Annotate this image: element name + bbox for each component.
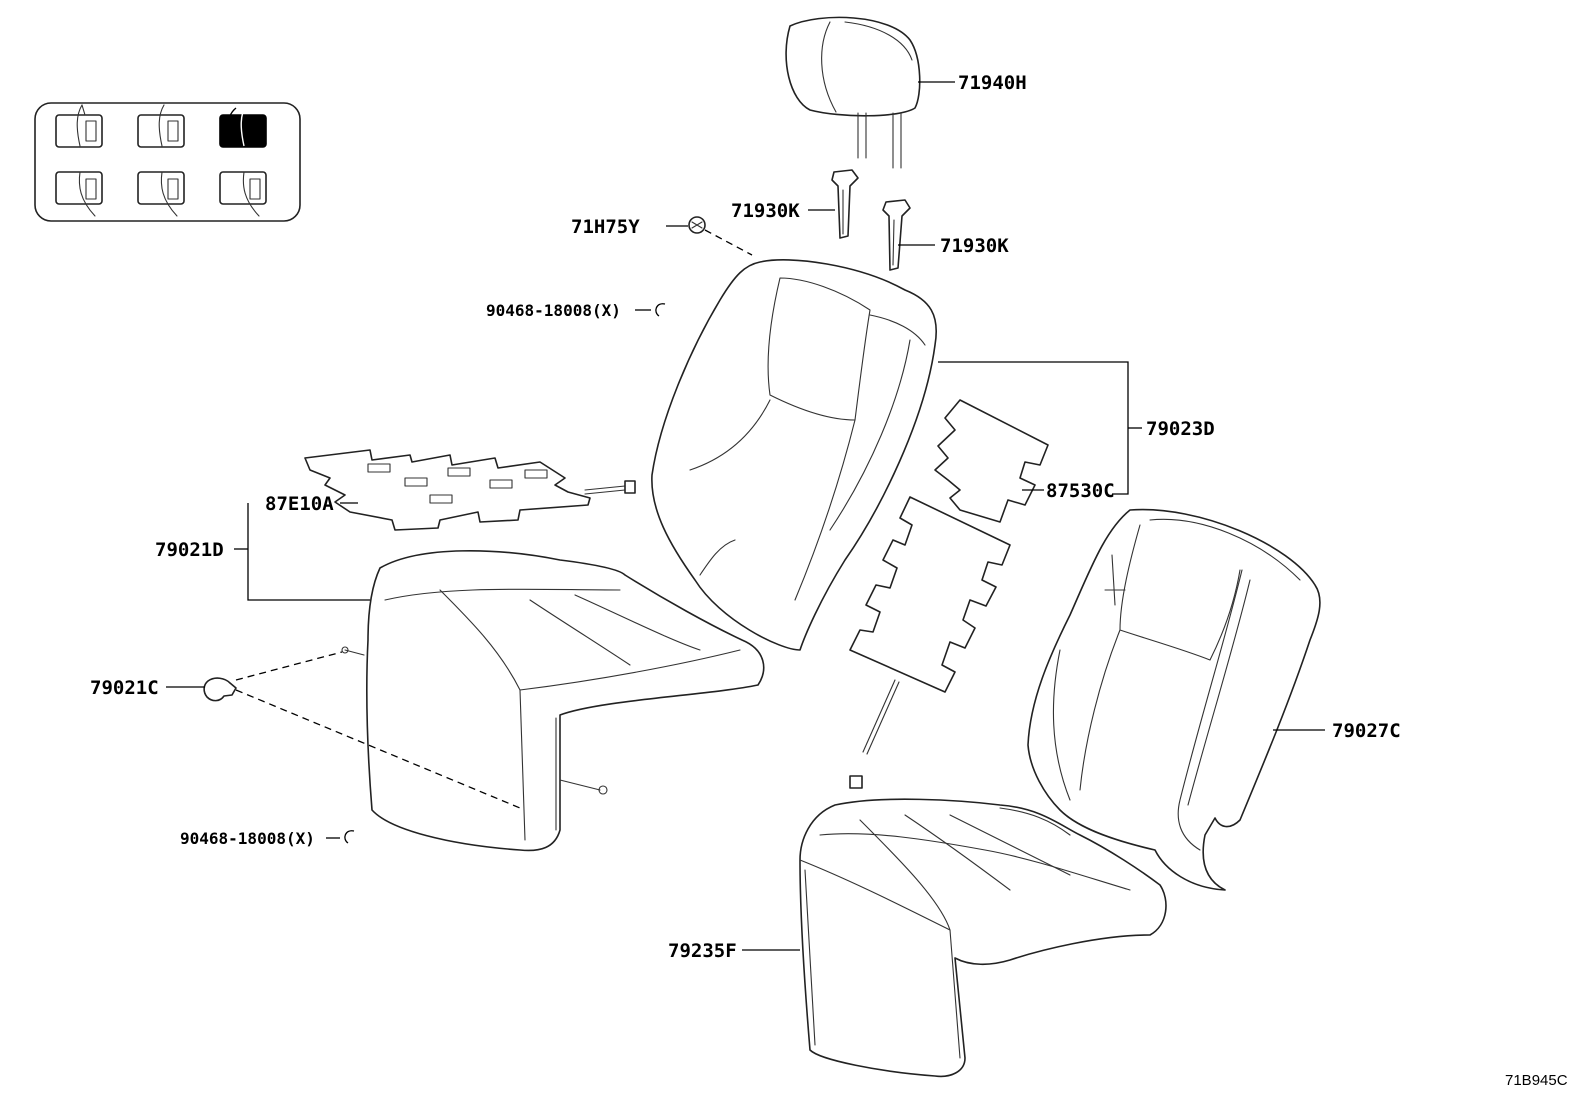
back-heater-part [849, 399, 1049, 789]
label-79235F: 79235F [668, 940, 737, 962]
cushion-clip-part [203, 677, 237, 702]
cushion-heater-part [304, 449, 636, 531]
label-90468-upper: 90468-18008(X) [486, 301, 621, 320]
clip-symbol-upper [655, 303, 666, 317]
seat-cushion-part [341, 550, 765, 852]
leader-lines [166, 81, 1325, 951]
label-87530C: 87530C [1046, 480, 1115, 502]
clip-symbol-lower [344, 830, 355, 844]
diagram-reference-code: 71B945C [1505, 1072, 1568, 1089]
seat-locator [34, 102, 301, 222]
label-90468-lower: 90468-18008(X) [180, 829, 315, 848]
label-79021C: 79021C [90, 677, 159, 699]
headrest-support-left [831, 169, 859, 239]
label-71930K-left: 71930K [731, 200, 800, 222]
seat-back-cover-part [1027, 508, 1321, 891]
clip-part [688, 216, 706, 234]
locator-seat-2 [137, 104, 185, 148]
label-79023D: 79023D [1146, 418, 1215, 440]
locator-seat-4 [55, 171, 103, 217]
cushion-cover-part [799, 798, 1167, 1078]
headrest-support-right [882, 199, 911, 271]
locator-seat-1 [55, 104, 103, 148]
seat-back-part [651, 259, 937, 651]
label-79021D: 79021D [155, 539, 224, 561]
label-71H75Y: 71H75Y [571, 216, 640, 238]
label-71930K-right: 71930K [940, 235, 1009, 257]
label-71940H: 71940H [958, 72, 1027, 94]
locator-seat-5 [137, 171, 185, 217]
locator-seat-6 [219, 171, 267, 217]
label-87E10A: 87E10A [265, 493, 334, 515]
locator-seat-3-highlighted [219, 104, 267, 148]
headrest-part [785, 16, 921, 169]
label-79027C: 79027C [1332, 720, 1401, 742]
